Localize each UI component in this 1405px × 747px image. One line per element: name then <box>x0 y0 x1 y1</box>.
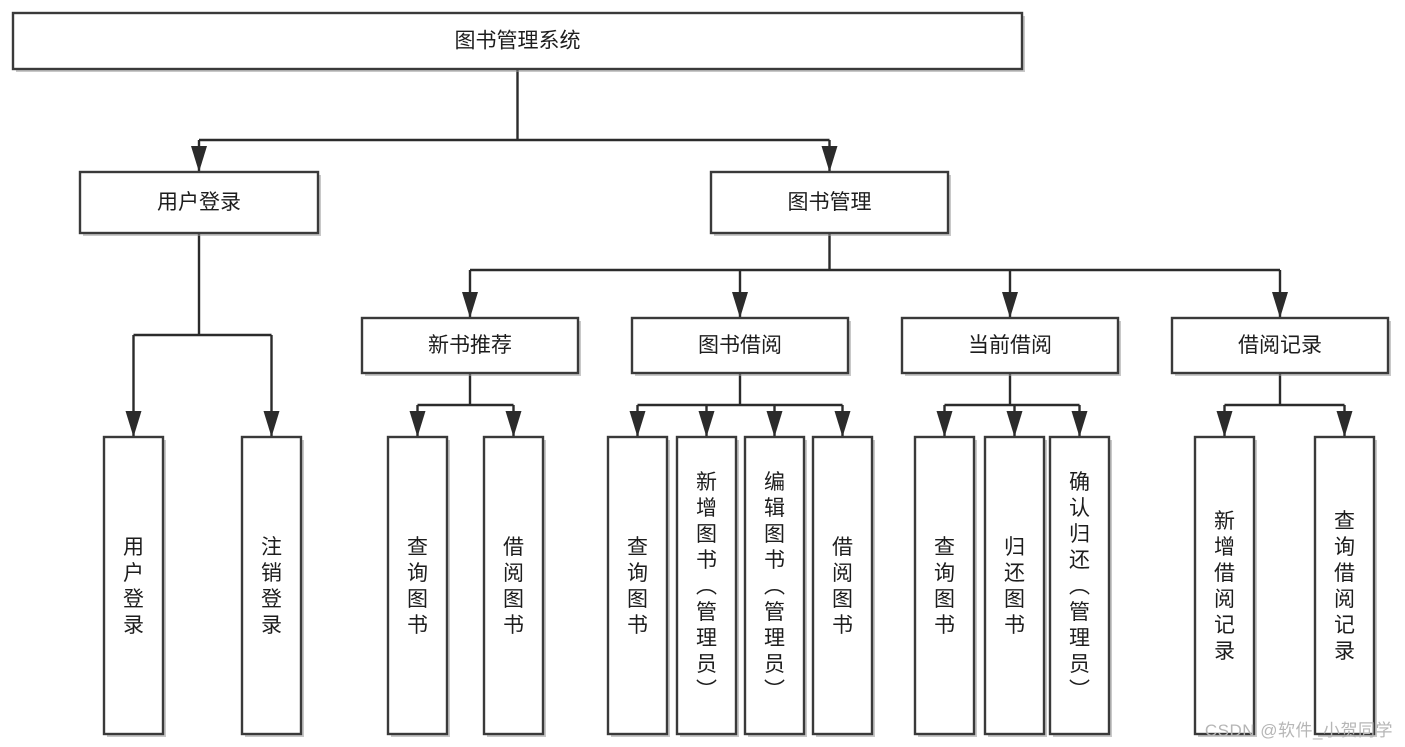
node-rect[interactable] <box>386 435 449 736</box>
node-label: 编辑图书︵管理员︶ <box>764 471 785 702</box>
node-leaf-confirm-return[interactable]: 确认归还︵管理员︶ <box>1048 435 1112 737</box>
arrow-head-icon <box>263 411 280 437</box>
node-label: 借阅图书 <box>503 536 524 637</box>
arrow-head-icon <box>1272 292 1288 318</box>
node-label: 图书管理 <box>788 191 872 214</box>
node-new-book-rec[interactable]: 新书推荐 <box>360 316 581 376</box>
node-rect[interactable] <box>606 435 669 736</box>
node-leaf-add-record[interactable]: 新增借阅记录 <box>1193 435 1257 737</box>
node-leaf-user-login[interactable]: 用户登录 <box>102 435 166 737</box>
node-leaf-rec-borrow-book[interactable]: 借阅图书 <box>482 435 546 737</box>
node-rect[interactable] <box>913 435 976 736</box>
node-leaf-cur-query-book[interactable]: 查询图书 <box>913 435 977 737</box>
node-label: 图书借阅 <box>698 334 782 357</box>
arrow-head-icon <box>1071 411 1088 437</box>
node-rect[interactable] <box>900 316 1120 375</box>
node-book-manage[interactable]: 图书管理 <box>709 170 951 236</box>
node-rect[interactable] <box>1048 435 1111 736</box>
node-rect[interactable] <box>630 316 850 375</box>
node-label: 图书管理系统 <box>455 30 581 53</box>
node-label: 新书推荐 <box>428 334 512 357</box>
node-rect[interactable] <box>743 435 806 736</box>
node-label: 借阅图书 <box>832 536 853 637</box>
arrow-head-icon <box>834 411 851 437</box>
arrow-head-icon <box>766 411 783 437</box>
node-label: 查询图书 <box>627 536 648 637</box>
node-rect[interactable] <box>811 435 874 736</box>
arrow-head-icon <box>732 292 748 318</box>
node-borrow-record[interactable]: 借阅记录 <box>1170 316 1391 376</box>
node-rect[interactable] <box>675 435 738 736</box>
node-rect[interactable] <box>360 316 580 375</box>
arrow-head-icon <box>125 411 142 437</box>
arrow-head-icon <box>698 411 715 437</box>
arrow-head-icon <box>629 411 646 437</box>
edges-layer <box>125 69 1353 437</box>
node-rect[interactable] <box>102 435 165 736</box>
node-label: 归还图书 <box>1004 536 1025 637</box>
node-rect[interactable] <box>1313 435 1376 736</box>
node-label: 新增图书︵管理员︶ <box>696 471 717 702</box>
node-rect[interactable] <box>11 11 1024 71</box>
connector-group-book-borrow <box>629 373 851 437</box>
node-rect[interactable] <box>1170 316 1390 375</box>
node-rect[interactable] <box>78 170 320 235</box>
arrow-head-icon <box>409 411 426 437</box>
node-user-login[interactable]: 用户登录 <box>78 170 321 236</box>
node-book-borrow[interactable]: 图书借阅 <box>630 316 851 376</box>
arrow-head-icon <box>821 146 838 172</box>
arrow-head-icon <box>1006 411 1023 437</box>
node-leaf-borrow-query-book[interactable]: 查询图书 <box>606 435 670 737</box>
node-label: 确认归还︵管理员︶ <box>1069 471 1090 702</box>
node-label: 用户登录 <box>123 536 144 637</box>
arrow-head-icon <box>1002 292 1018 318</box>
node-rect[interactable] <box>240 435 303 736</box>
node-rect[interactable] <box>1193 435 1256 736</box>
connector-group-borrow-record <box>1216 373 1353 437</box>
node-current-borrow[interactable]: 当前借阅 <box>900 316 1121 376</box>
node-label: 新增借阅记录 <box>1214 510 1235 663</box>
node-label: 用户登录 <box>157 191 241 214</box>
node-leaf-add-book[interactable]: 新增图书︵管理员︶ <box>675 435 739 737</box>
node-rect[interactable] <box>983 435 1046 736</box>
arrow-head-icon <box>1216 411 1233 437</box>
nodes-layer: 图书管理系统用户登录图书管理新书推荐图书借阅当前借阅借阅记录用户登录注销登录查询… <box>11 11 1391 737</box>
node-label: 借阅记录 <box>1238 334 1322 357</box>
node-label: 当前借阅 <box>968 334 1052 357</box>
node-rect[interactable] <box>709 170 950 235</box>
node-root[interactable]: 图书管理系统 <box>11 11 1025 72</box>
node-leaf-user-logout[interactable]: 注销登录 <box>240 435 304 737</box>
connector-group-user-login <box>125 233 280 437</box>
arrow-head-icon <box>505 411 522 437</box>
node-rect[interactable] <box>482 435 545 736</box>
connector-group-current-borrow <box>936 373 1088 437</box>
arrow-head-icon <box>1336 411 1353 437</box>
node-label: 查询图书 <box>407 536 428 637</box>
arrow-head-icon <box>462 292 478 318</box>
arrow-head-icon <box>191 146 207 172</box>
node-leaf-rec-query-book[interactable]: 查询图书 <box>386 435 450 737</box>
node-leaf-edit-book[interactable]: 编辑图书︵管理员︶ <box>743 435 807 737</box>
connector-group-new-book-rec <box>409 373 522 437</box>
connector-group-root <box>191 69 838 172</box>
node-leaf-return-book[interactable]: 归还图书 <box>983 435 1047 737</box>
node-label: 查询借阅记录 <box>1334 510 1355 663</box>
node-label: 查询图书 <box>934 536 955 637</box>
node-leaf-query-record[interactable]: 查询借阅记录 <box>1313 435 1377 737</box>
node-leaf-borrow-book[interactable]: 借阅图书 <box>811 435 875 737</box>
connector-group-book-manage <box>462 233 1288 318</box>
node-label: 注销登录 <box>261 536 282 637</box>
arrow-head-icon <box>936 411 953 437</box>
